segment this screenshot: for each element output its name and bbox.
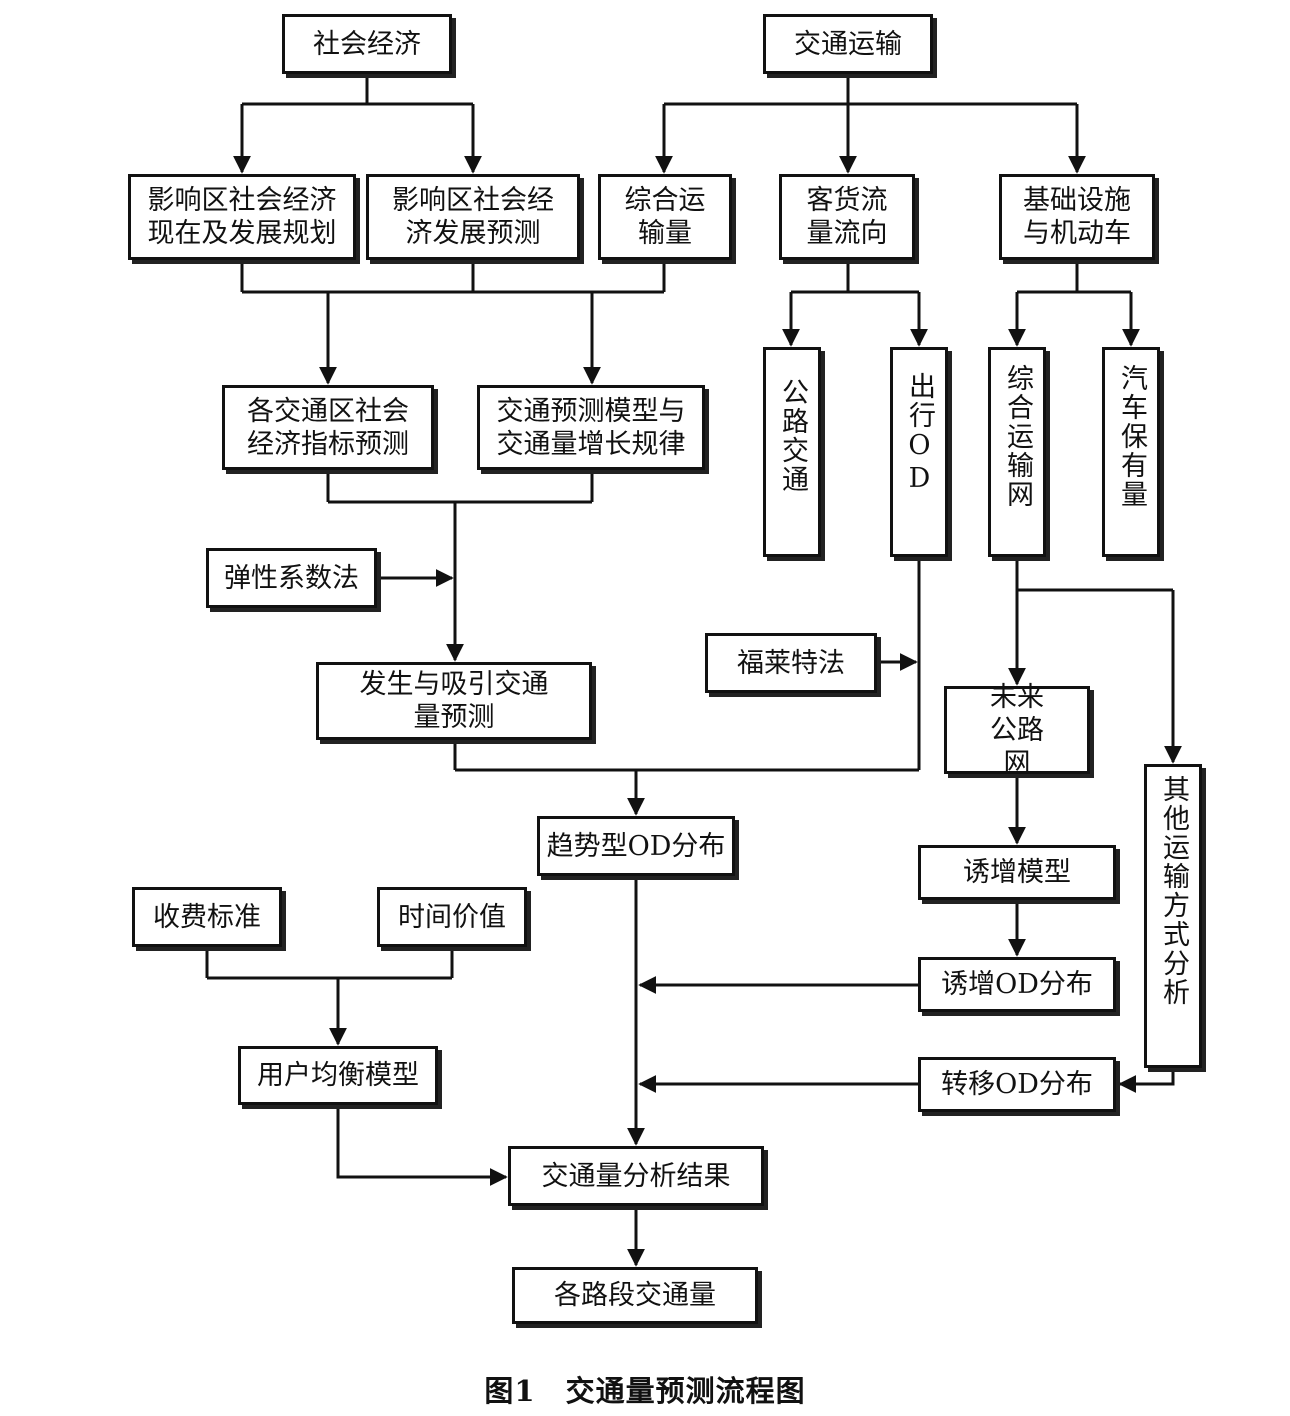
node-label: 综合运输网 bbox=[1002, 364, 1033, 509]
node-induced-model: 诱增模型 bbox=[918, 845, 1116, 900]
node-label: 弹性系数法 bbox=[224, 562, 359, 594]
node-label: 收费标准 bbox=[153, 901, 261, 933]
node-highway-traffic: 公路交通 bbox=[763, 347, 821, 557]
node-integrated-volume: 综合运输量 bbox=[598, 174, 732, 260]
node-zone-econ-indicators: 各交通区社会经济指标预测 bbox=[222, 385, 434, 470]
node-econ-current-plan: 影响区社会经济现在及发展规划 bbox=[128, 174, 356, 260]
node-label: 公路交通 bbox=[777, 378, 808, 494]
node-label: 社会经济 bbox=[313, 28, 421, 60]
node-generation-attraction: 发生与吸引交通量预测 bbox=[316, 662, 592, 740]
node-label: 各路段交通量 bbox=[554, 1280, 716, 1311]
node-econ-forecast: 影响区社会经济发展预测 bbox=[366, 174, 580, 260]
node-label: 影响区社会经济发展预测 bbox=[392, 185, 554, 249]
node-label: 诱增模型 bbox=[963, 857, 1071, 888]
node-fratar-method: 福莱特法 bbox=[705, 633, 877, 693]
node-analysis-result: 交通量分析结果 bbox=[508, 1146, 764, 1206]
node-transfer-od: 转移OD分布 bbox=[918, 1057, 1116, 1112]
node-forecast-model-growth: 交通预测模型与交通量增长规律 bbox=[477, 385, 705, 470]
node-label: 汽车保有量 bbox=[1116, 364, 1147, 509]
node-user-equilibrium: 用户均衡模型 bbox=[238, 1046, 438, 1105]
node-label: 交通量分析结果 bbox=[541, 1160, 731, 1192]
node-label: 福莱特法 bbox=[737, 647, 845, 679]
node-label: 交通预测模型与交通量增长规律 bbox=[496, 395, 686, 460]
node-label: 趋势型OD分布 bbox=[546, 830, 726, 862]
node-label: 基础设施与机动车 bbox=[1023, 185, 1131, 249]
node-transport: 交通运输 bbox=[763, 14, 933, 74]
figure-caption: 图1 交通量预测流程图 bbox=[0, 1368, 1290, 1410]
node-car-ownership: 汽车保有量 bbox=[1102, 347, 1160, 557]
node-other-modes: 其他运输方式分析 bbox=[1144, 764, 1202, 1068]
node-label: 时间价值 bbox=[398, 901, 506, 933]
figure-number: 图1 bbox=[484, 1374, 536, 1408]
node-future-road-network: 未来公路网 bbox=[944, 682, 1090, 779]
node-toll-standard: 收费标准 bbox=[132, 887, 282, 947]
node-induced-od: 诱增OD分布 bbox=[918, 957, 1116, 1012]
node-infrastructure-vehicles: 基础设施与机动车 bbox=[999, 174, 1155, 260]
node-label: 诱增OD分布 bbox=[941, 969, 1093, 1000]
node-time-value: 时间价值 bbox=[377, 887, 527, 947]
node-label: 客货流量流向 bbox=[806, 185, 888, 249]
node-trip-od: 出行OD bbox=[890, 347, 948, 557]
node-elasticity-method: 弹性系数法 bbox=[206, 548, 377, 608]
node-flow-direction: 客货流量流向 bbox=[779, 174, 915, 260]
node-label: 各交通区社会经济指标预测 bbox=[247, 395, 409, 460]
node-integrated-network: 综合运输网 bbox=[988, 347, 1046, 557]
node-label: 发生与吸引交通量预测 bbox=[359, 669, 549, 733]
node-label: 其他运输方式分析 bbox=[1158, 775, 1189, 1007]
node-trend-od: 趋势型OD分布 bbox=[537, 816, 735, 876]
node-segment-volume: 各路段交通量 bbox=[512, 1267, 758, 1324]
node-label: 用户均衡模型 bbox=[257, 1060, 419, 1091]
node-label: 综合运输量 bbox=[624, 185, 706, 249]
node-label: 影响区社会经济现在及发展规划 bbox=[147, 185, 337, 249]
node-label: 交通运输 bbox=[794, 28, 902, 60]
node-label: 转移OD分布 bbox=[941, 1069, 1093, 1100]
node-social-economy: 社会经济 bbox=[282, 14, 452, 74]
node-label: 出行OD bbox=[904, 372, 935, 496]
figure-title: 交通量预测流程图 bbox=[565, 1374, 806, 1408]
node-label: 未来公路网 bbox=[990, 681, 1044, 779]
